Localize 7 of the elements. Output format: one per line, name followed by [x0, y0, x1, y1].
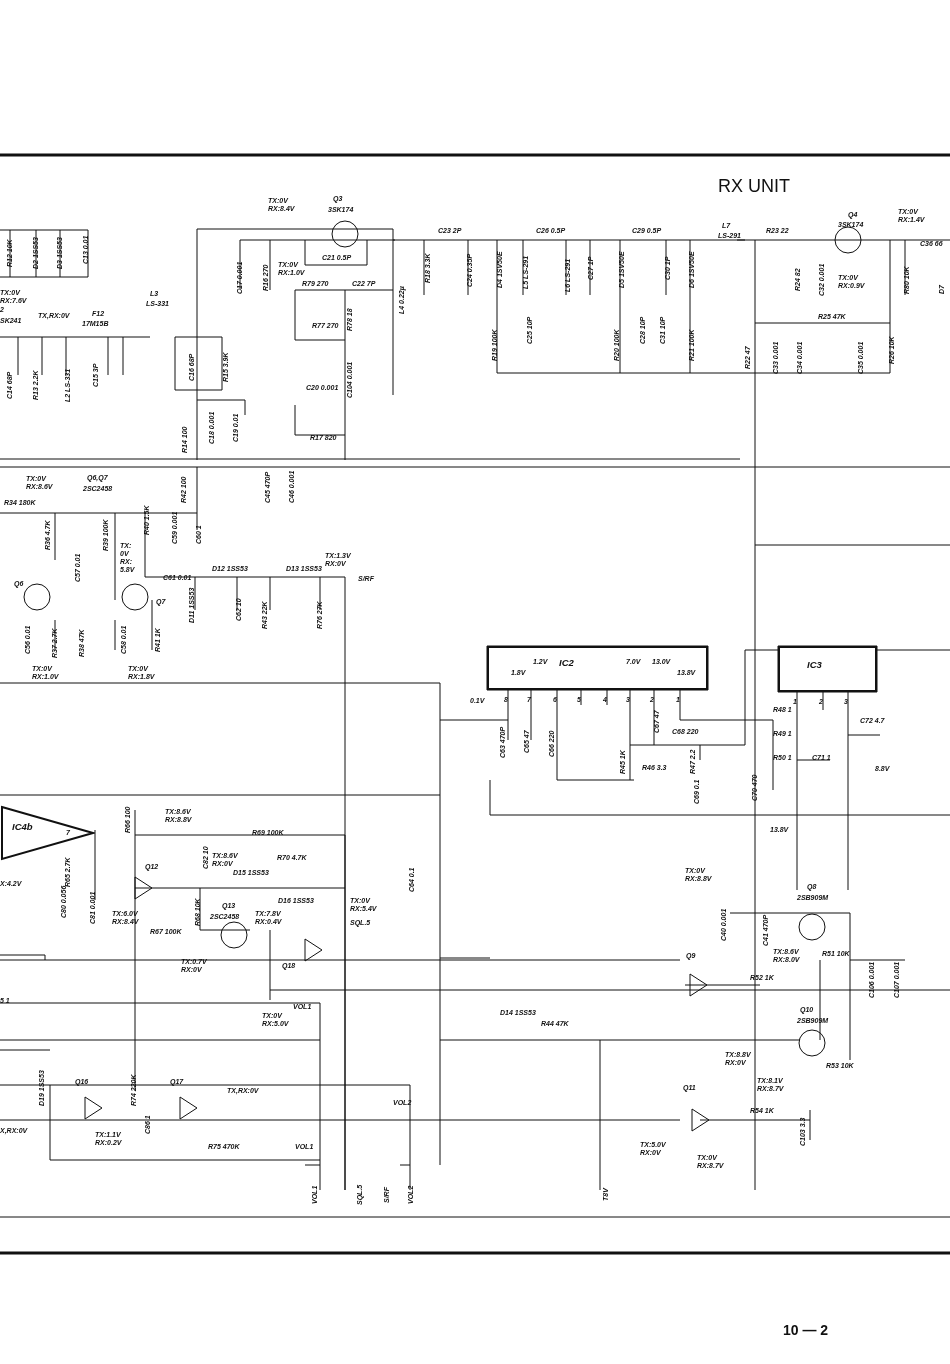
ic-label: IC3	[807, 660, 822, 670]
ic-block	[778, 646, 877, 692]
ic-label: IC2	[559, 658, 574, 668]
title: RX UNIT	[718, 176, 790, 196]
ic-block	[487, 646, 708, 690]
page-number: 10 — 2	[783, 1322, 829, 1338]
ic-label: IC4b	[12, 822, 33, 832]
